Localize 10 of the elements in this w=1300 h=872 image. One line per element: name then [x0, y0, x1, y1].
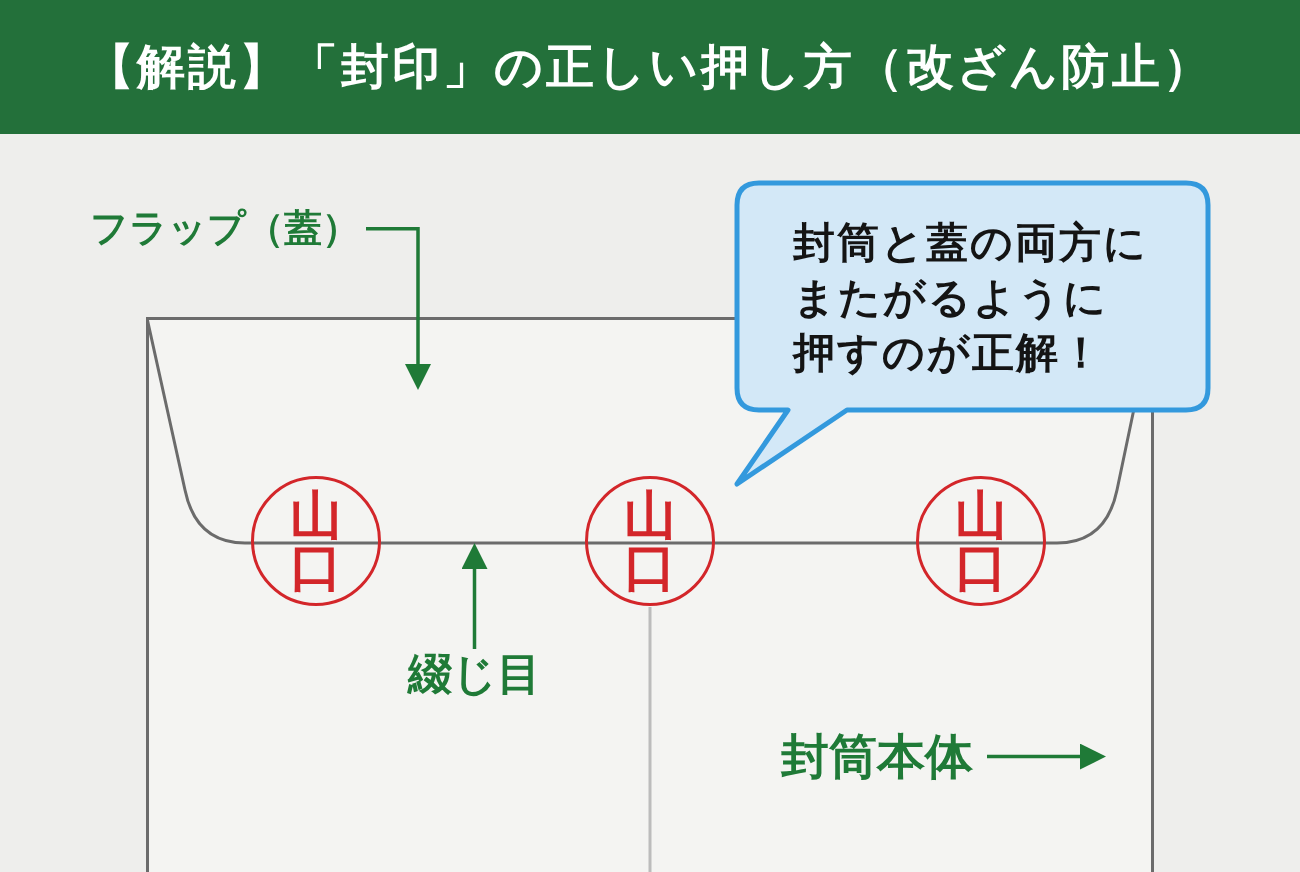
- part-label: 綴じ目: [408, 649, 541, 700]
- seal-stamp: 山口: [585, 476, 715, 606]
- seal-stamp: 山口: [251, 476, 381, 606]
- part-label: 封筒本体: [781, 729, 973, 785]
- seal-stamp: 山口: [916, 476, 1046, 606]
- title: 【解説】「封印」の正しい押し方（改ざん防止）: [86, 39, 1214, 95]
- part-label: フラップ（蓋）: [90, 207, 360, 251]
- leader-arrow: [366, 227, 431, 390]
- leader-arrow: [461, 543, 488, 649]
- leader-arrow: [987, 743, 1106, 770]
